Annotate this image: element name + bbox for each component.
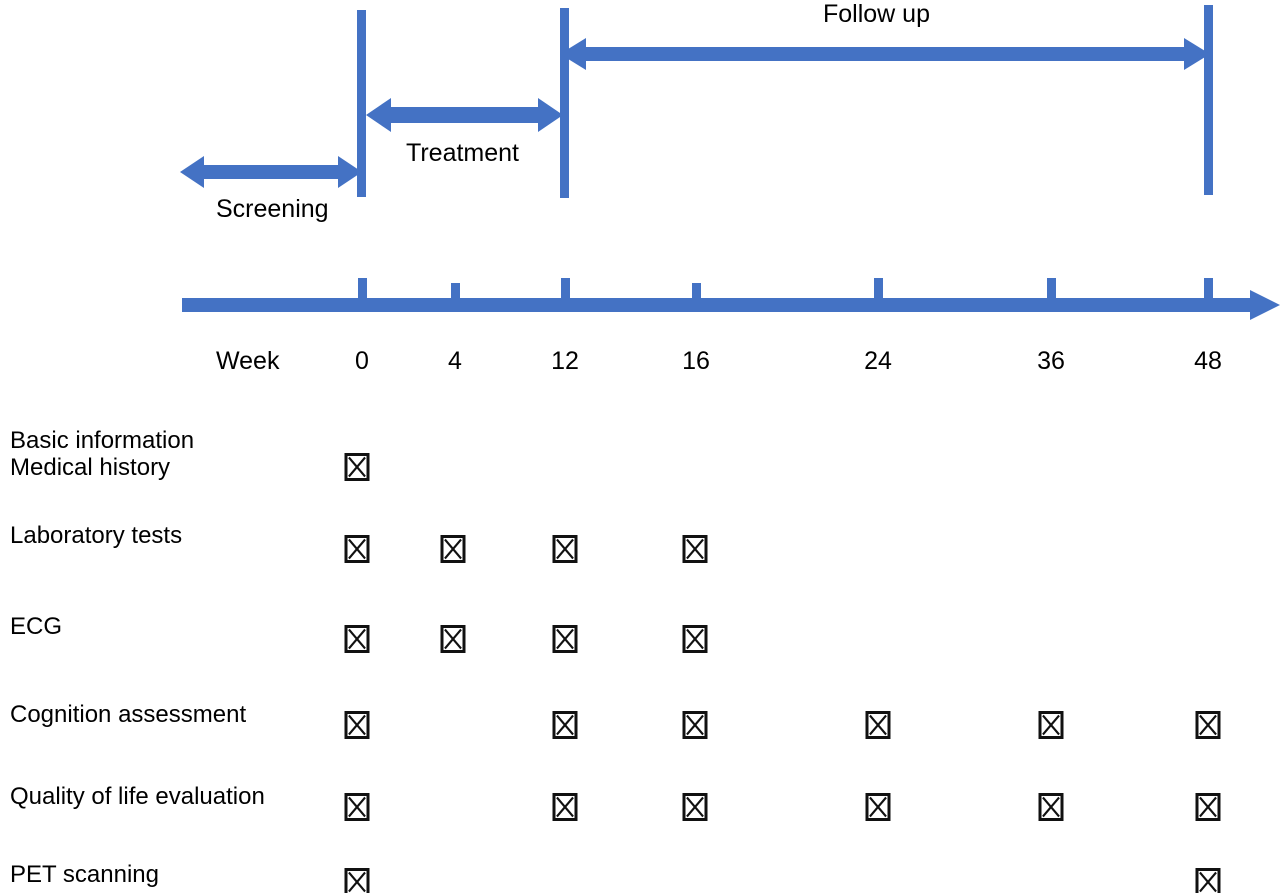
assessment-row-label: Basic information Medical history — [10, 427, 195, 481]
week-tick-label-24: 24 — [864, 347, 892, 375]
assessment-checkbox-marker — [1195, 868, 1221, 893]
assessment-row-label: Cognition assessment — [10, 701, 247, 728]
assessment-checkbox-marker — [1038, 793, 1064, 821]
screening-phase-label: Screening — [216, 195, 329, 223]
week-tick-label-16: 16 — [682, 347, 710, 375]
treatment-phase-arrow — [366, 93, 563, 137]
assessment-row: Laboratory tests — [0, 520, 1280, 594]
assessment-checkbox-marker — [1038, 711, 1064, 739]
assessment-checkbox-marker — [552, 535, 578, 563]
assessment-row-label: PET scanning — [10, 861, 159, 888]
week-tick-label-36: 36 — [1037, 347, 1065, 375]
assessment-checkbox-marker — [344, 535, 370, 563]
assessment-checkbox-marker — [1195, 793, 1221, 821]
assessment-checkbox-marker — [552, 793, 578, 821]
week-tick-label-48: 48 — [1194, 347, 1222, 375]
assessment-row-label: Laboratory tests — [10, 522, 183, 549]
assessment-row: Quality of life evaluation — [0, 780, 1280, 854]
followup-phase-label: Follow up — [823, 0, 930, 28]
assessment-checkbox-marker — [344, 793, 370, 821]
assessment-checkbox-marker — [440, 535, 466, 563]
assessment-checkbox-marker — [865, 793, 891, 821]
assessment-checkbox-marker — [344, 711, 370, 739]
assessment-checkbox-marker — [682, 535, 708, 563]
assessment-row-label: Quality of life evaluation — [10, 783, 265, 810]
phase-divider-week-12 — [560, 8, 569, 198]
assessment-checkbox-marker — [682, 711, 708, 739]
assessment-checkbox-marker — [552, 625, 578, 653]
week-tick-label-0: 0 — [355, 347, 369, 375]
phase-divider-week-0 — [357, 10, 366, 197]
assessment-checkbox-marker — [440, 625, 466, 653]
assessment-checkbox-marker — [1195, 711, 1221, 739]
assessment-checkbox-marker — [344, 453, 370, 481]
week-timeline-axis — [182, 270, 1280, 326]
assessment-checkbox-marker — [344, 868, 370, 893]
week-axis-title: Week — [216, 347, 280, 375]
screening-phase-arrow — [180, 150, 362, 194]
week-tick-label-12: 12 — [551, 347, 579, 375]
assessment-checkbox-marker — [344, 625, 370, 653]
followup-phase-arrow — [560, 32, 1210, 76]
assessment-row-label: ECG — [10, 613, 63, 640]
assessment-checkbox-marker — [865, 711, 891, 739]
week-tick-label-4: 4 — [448, 347, 462, 375]
assessment-row: ECG — [0, 610, 1280, 684]
assessment-checkbox-marker — [682, 793, 708, 821]
assessment-checkbox-marker — [552, 711, 578, 739]
treatment-phase-label: Treatment — [406, 139, 520, 167]
assessment-row: Basic information Medical history — [0, 427, 1280, 501]
assessment-row: PET scanning — [0, 858, 1280, 893]
phase-divider-week-48 — [1204, 5, 1213, 195]
assessment-checkbox-marker — [682, 625, 708, 653]
assessment-row: Cognition assessment — [0, 698, 1280, 772]
